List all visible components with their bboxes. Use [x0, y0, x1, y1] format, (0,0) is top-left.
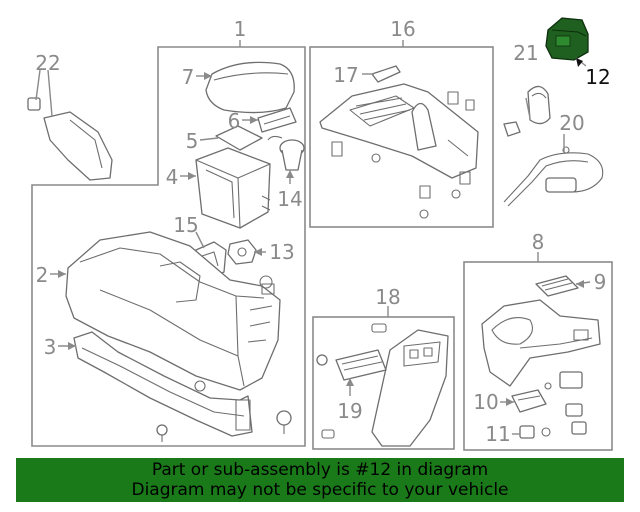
fastener-screw	[276, 410, 292, 434]
part-10-bracket[interactable]	[511, 389, 547, 413]
callout-12: 12	[585, 65, 610, 89]
group-box-18	[312, 316, 455, 450]
part-14-cap[interactable]	[267, 135, 305, 171]
group-box-16	[309, 46, 494, 228]
callout-15: 15	[173, 213, 198, 237]
group-box-1	[31, 46, 306, 447]
part-4-storage-box[interactable]	[195, 147, 271, 229]
part-16-shift-panel[interactable]	[319, 83, 479, 179]
part-8-center-panel[interactable]	[481, 299, 601, 387]
callout-19: 19	[337, 399, 362, 423]
part-6-hinge[interactable]	[257, 107, 297, 133]
panel-clip	[331, 91, 475, 219]
callout-9: 9	[594, 270, 607, 294]
banner-line-part-number: Part or sub-assembly is #12 in diagram	[151, 460, 489, 480]
callout-14: 14	[277, 187, 302, 211]
panel-clip-18	[321, 323, 387, 439]
part-22-cover[interactable]	[27, 97, 113, 181]
callout-8: 8	[532, 230, 545, 254]
callout-7: 7	[182, 65, 195, 89]
part-12-shifter-unit[interactable]	[545, 17, 589, 61]
fastener-bolt	[156, 424, 168, 442]
part-9-grille[interactable]	[535, 275, 579, 297]
part-17-clip[interactable]	[371, 65, 401, 83]
callout-18: 18	[375, 285, 400, 309]
part-21-shift-knob[interactable]	[503, 85, 551, 137]
exploded-parts-diagram: 1 16 22 21 12 7 6 5 4 14 15 13 2 3 17 20…	[27, 17, 613, 451]
callout-4: 4	[166, 165, 179, 189]
callout-3: 3	[44, 335, 57, 359]
part-13-switch[interactable]	[227, 239, 257, 265]
callout-20: 20	[559, 111, 584, 135]
callout-21: 21	[513, 41, 538, 65]
fitment-notice-banner: Part or sub-assembly is #12 in diagram D…	[16, 458, 624, 502]
part-2-console-body[interactable]	[65, 231, 281, 391]
part-11-clip[interactable]	[519, 425, 535, 439]
banner-line-disclaimer: Diagram may not be specific to your vehi…	[131, 480, 509, 500]
callout-1: 1	[234, 17, 247, 41]
leader-arrowheads	[58, 58, 584, 406]
part-7-armrest-lid[interactable]	[205, 61, 295, 114]
callout-5: 5	[186, 129, 199, 153]
part-19-vent[interactable]	[316, 349, 387, 381]
callout-16: 16	[390, 17, 415, 41]
callout-6: 6	[228, 109, 241, 133]
callout-2: 2	[36, 263, 49, 287]
callout-11: 11	[485, 422, 510, 446]
part-3-lower-rail[interactable]	[73, 331, 253, 437]
callout-10: 10	[473, 390, 498, 414]
callout-13: 13	[269, 240, 294, 264]
part-20-cable[interactable]	[503, 146, 604, 207]
callout-17: 17	[333, 63, 358, 87]
part-5-pad[interactable]	[215, 125, 263, 151]
part-18-rear-panel[interactable]	[371, 329, 449, 447]
panel-connector	[541, 371, 587, 437]
callout-22: 22	[35, 51, 60, 75]
